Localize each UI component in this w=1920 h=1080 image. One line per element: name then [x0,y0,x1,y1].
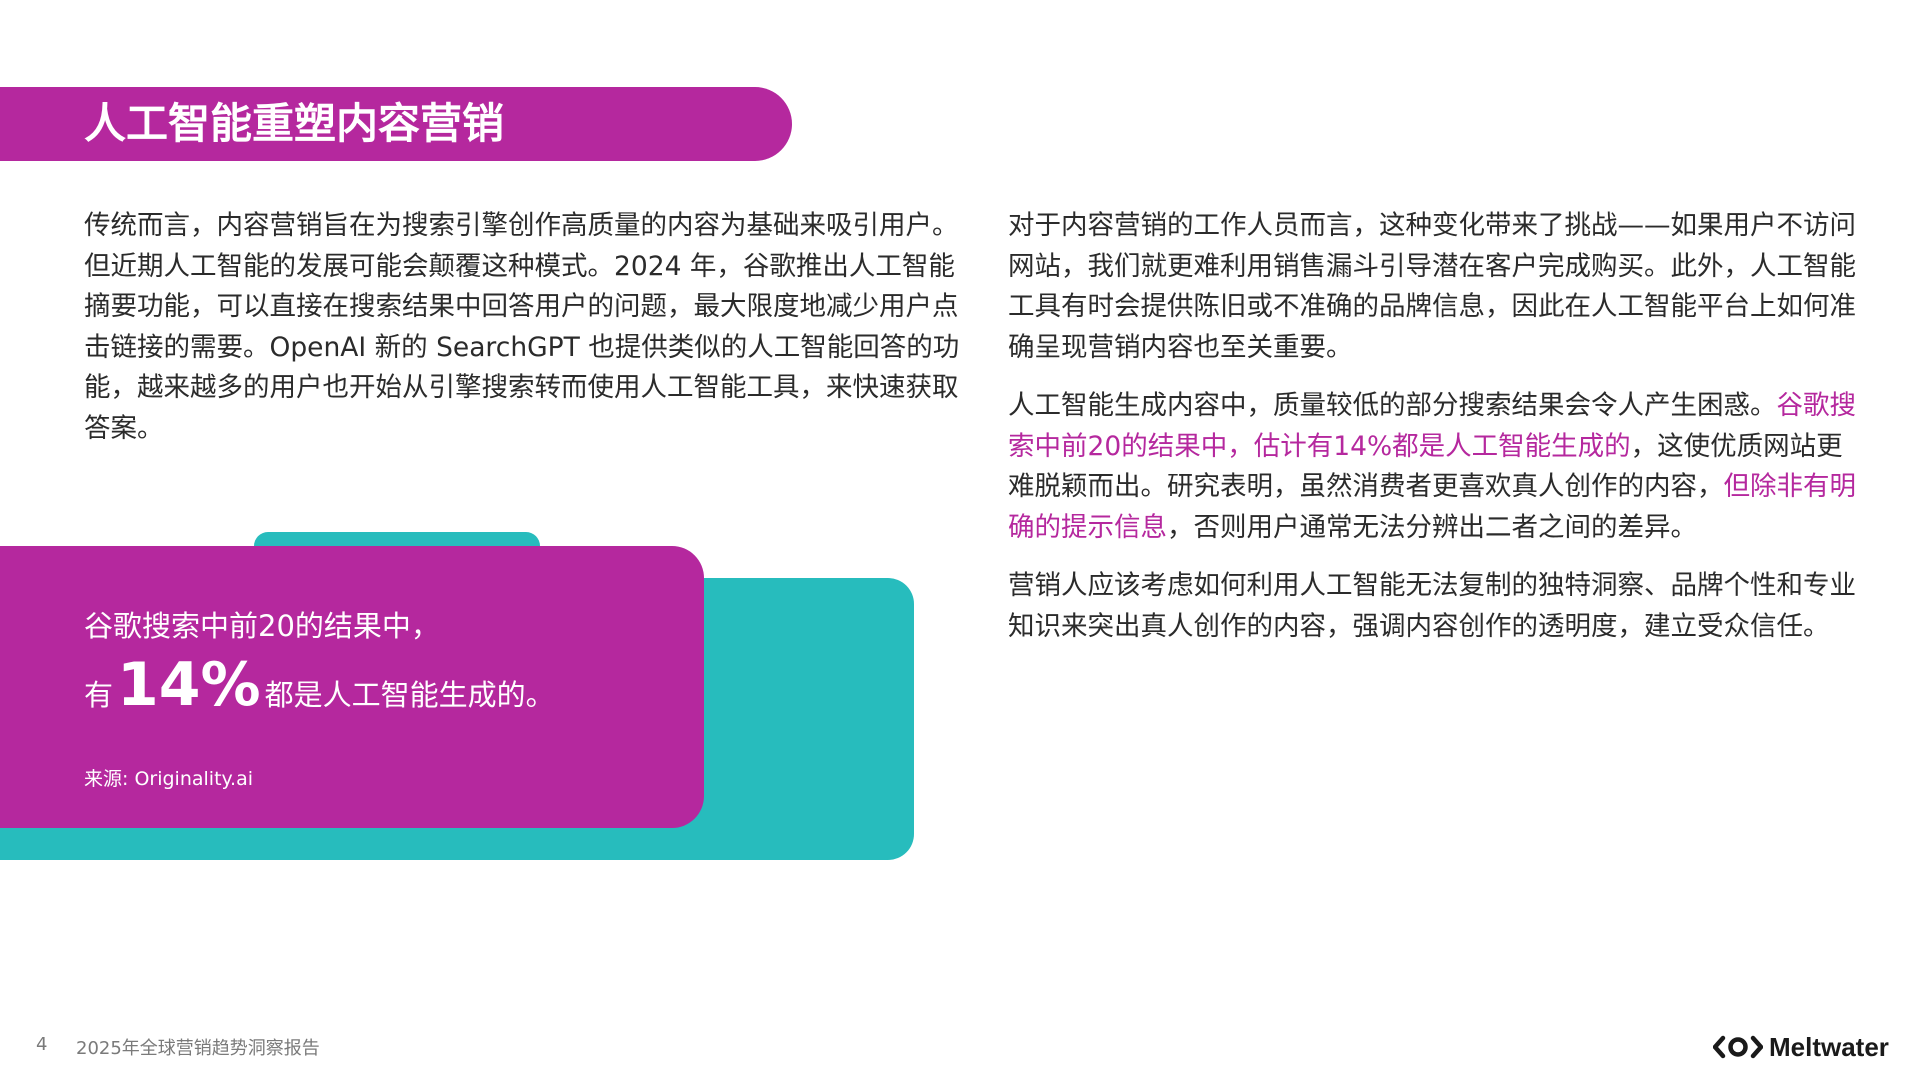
body-paragraph-2: 人工智能生成内容中，质量较低的部分搜索结果会令人产生困惑。谷歌搜索中前20的结果… [1008,386,1864,548]
body-paragraph: 传统而言，内容营销旨在为搜索引擎创作高质量的内容为基础来吸引用户。但近期人工智能… [84,210,960,444]
body-paragraph-1: 对于内容营销的工作人员而言，这种变化带来了挑战——如果用户不访问网站，我们就更难… [1008,210,1856,363]
stat-figure-line: 有14%都是人工智能生成的。 [84,650,555,720]
highlight-statistic: 谷歌搜索中前20的结果中，估计有14%都是人工智能生成的 [1008,390,1856,462]
highlight-disclosure: 但除非有明确的提示信息 [1008,471,1856,543]
brand-logo: Meltwater [1713,1030,1889,1064]
stat-big-number: 14% [117,650,261,720]
paragraph-text: ，这使优质网站更难脱颖而出。研究表明，虽然消费者更喜欢真人创作的内容， [1008,430,1843,503]
paragraph-text: 人工智能生成内容中，质量较低的部分搜索结果会令人产生困惑。 [1008,390,1777,421]
right-column: 对于内容营销的工作人员而言，这种变化带来了挑战——如果用户不访问网站，我们就更难… [1008,206,1864,665]
brand-name: Meltwater [1769,1031,1889,1062]
body-paragraph-3: 营销人应该考虑如何利用人工智能无法复制的独特洞察、品牌个性和专业知识来突出真人创… [1008,570,1856,642]
page-number: 4 [36,1034,48,1055]
stat-prefix: 有 [84,678,114,712]
left-column: 传统而言，内容营销旨在为搜索引擎创作高质量的内容为基础来吸引用户。但近期人工智能… [84,206,964,467]
stat-suffix: 都是人工智能生成的。 [264,678,555,712]
stat-headline: 谷歌搜索中前20的结果中， [84,609,440,643]
title-banner: 人工智能重塑内容营销 [0,87,792,161]
stat-source: 来源: Originality.ai [84,768,254,790]
footer-report-title: 2025年全球营销趋势洞察报告 [76,1038,320,1059]
paragraph-text: ，否则用户通常无法分辨出二者之间的差异。 [1167,511,1697,543]
page-title: 人工智能重塑内容营销 [84,99,505,148]
meltwater-logo-icon [1713,1035,1763,1059]
stat-card [0,546,704,828]
